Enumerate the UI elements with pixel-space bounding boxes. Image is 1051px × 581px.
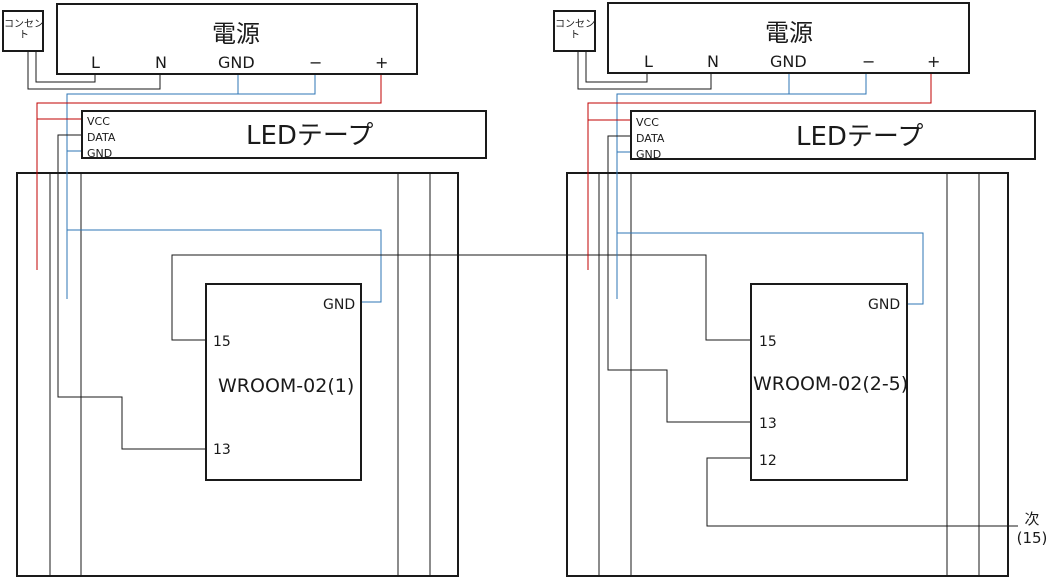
link-wire (171, 254, 751, 341)
power-supply-box: 電源 L N GND − + (56, 3, 418, 75)
ground-wire (67, 229, 382, 303)
led-tape-title: LEDテープ (246, 121, 374, 151)
ground-wire (617, 232, 924, 305)
led-pin-vcc: VCC (87, 115, 110, 128)
module-title: WROOM-02(1) (218, 375, 355, 397)
data-wire (607, 135, 751, 423)
module-pin-15: 15 (759, 334, 777, 350)
ground-wire (237, 74, 316, 95)
next-wire (706, 457, 1018, 527)
led-tape-box: VCC DATA GND LEDテープ (81, 110, 487, 159)
terminal-l: L (644, 52, 653, 71)
terminal-n: N (155, 53, 167, 72)
led-tape-box: VCC DATA GND LEDテープ (630, 110, 1036, 160)
terminal-plus: + (927, 52, 941, 71)
module-pin-gnd: GND (868, 297, 901, 313)
power-supply-title: 電源 (212, 20, 260, 48)
ground-wire (788, 73, 867, 95)
module-pin-13: 13 (759, 416, 777, 432)
led-pin-data: DATA (636, 132, 665, 145)
power-supply-box: 電源 L N GND − + (607, 2, 970, 74)
led-pin-vcc: VCC (636, 116, 659, 129)
terminal-gnd: GND (218, 53, 255, 72)
ground-wire (66, 93, 238, 299)
module-pin-13: 13 (213, 442, 231, 458)
module-title: WROOM-02(2-5) (753, 373, 909, 395)
outlet-box: コンセント (2, 10, 44, 52)
mains-wire-l (35, 52, 96, 83)
next-unit-label: 次 (15) (1016, 510, 1048, 547)
module-box: GND 15 WROOM-02(2-5) 13 12 (750, 283, 908, 481)
enclosure-frame (16, 172, 459, 577)
mains-wire-n (577, 52, 712, 90)
data-wire (57, 134, 206, 450)
led-pin-data: DATA (87, 131, 116, 144)
power-wire (36, 74, 382, 270)
module-box: GND 15 WROOM-02(1) 13 (205, 283, 362, 481)
terminal-l: L (91, 53, 100, 72)
module-pin-12: 12 (759, 453, 777, 469)
outlet-box: コンセント (553, 10, 596, 52)
terminal-gnd: GND (770, 52, 807, 71)
outlet-label: コンセント (4, 19, 44, 41)
terminal-plus: + (375, 53, 389, 72)
enclosure-frame (566, 172, 1009, 577)
module-pin-gnd: GND (323, 297, 356, 313)
power-supply-title: 電源 (765, 19, 813, 47)
terminal-n: N (707, 52, 719, 71)
led-tape-title: LEDテープ (796, 122, 924, 152)
ground-wire (616, 93, 789, 299)
mains-wire-n (27, 52, 161, 90)
module-pin-15: 15 (213, 334, 231, 350)
outlet-label: コンセント (555, 19, 595, 41)
power-wire (587, 73, 932, 270)
mains-wire-l (585, 52, 648, 83)
led-pin-gnd: GND (636, 148, 662, 161)
terminal-minus: − (309, 53, 323, 72)
led-pin-gnd: GND (87, 147, 113, 160)
terminal-minus: − (862, 52, 876, 71)
